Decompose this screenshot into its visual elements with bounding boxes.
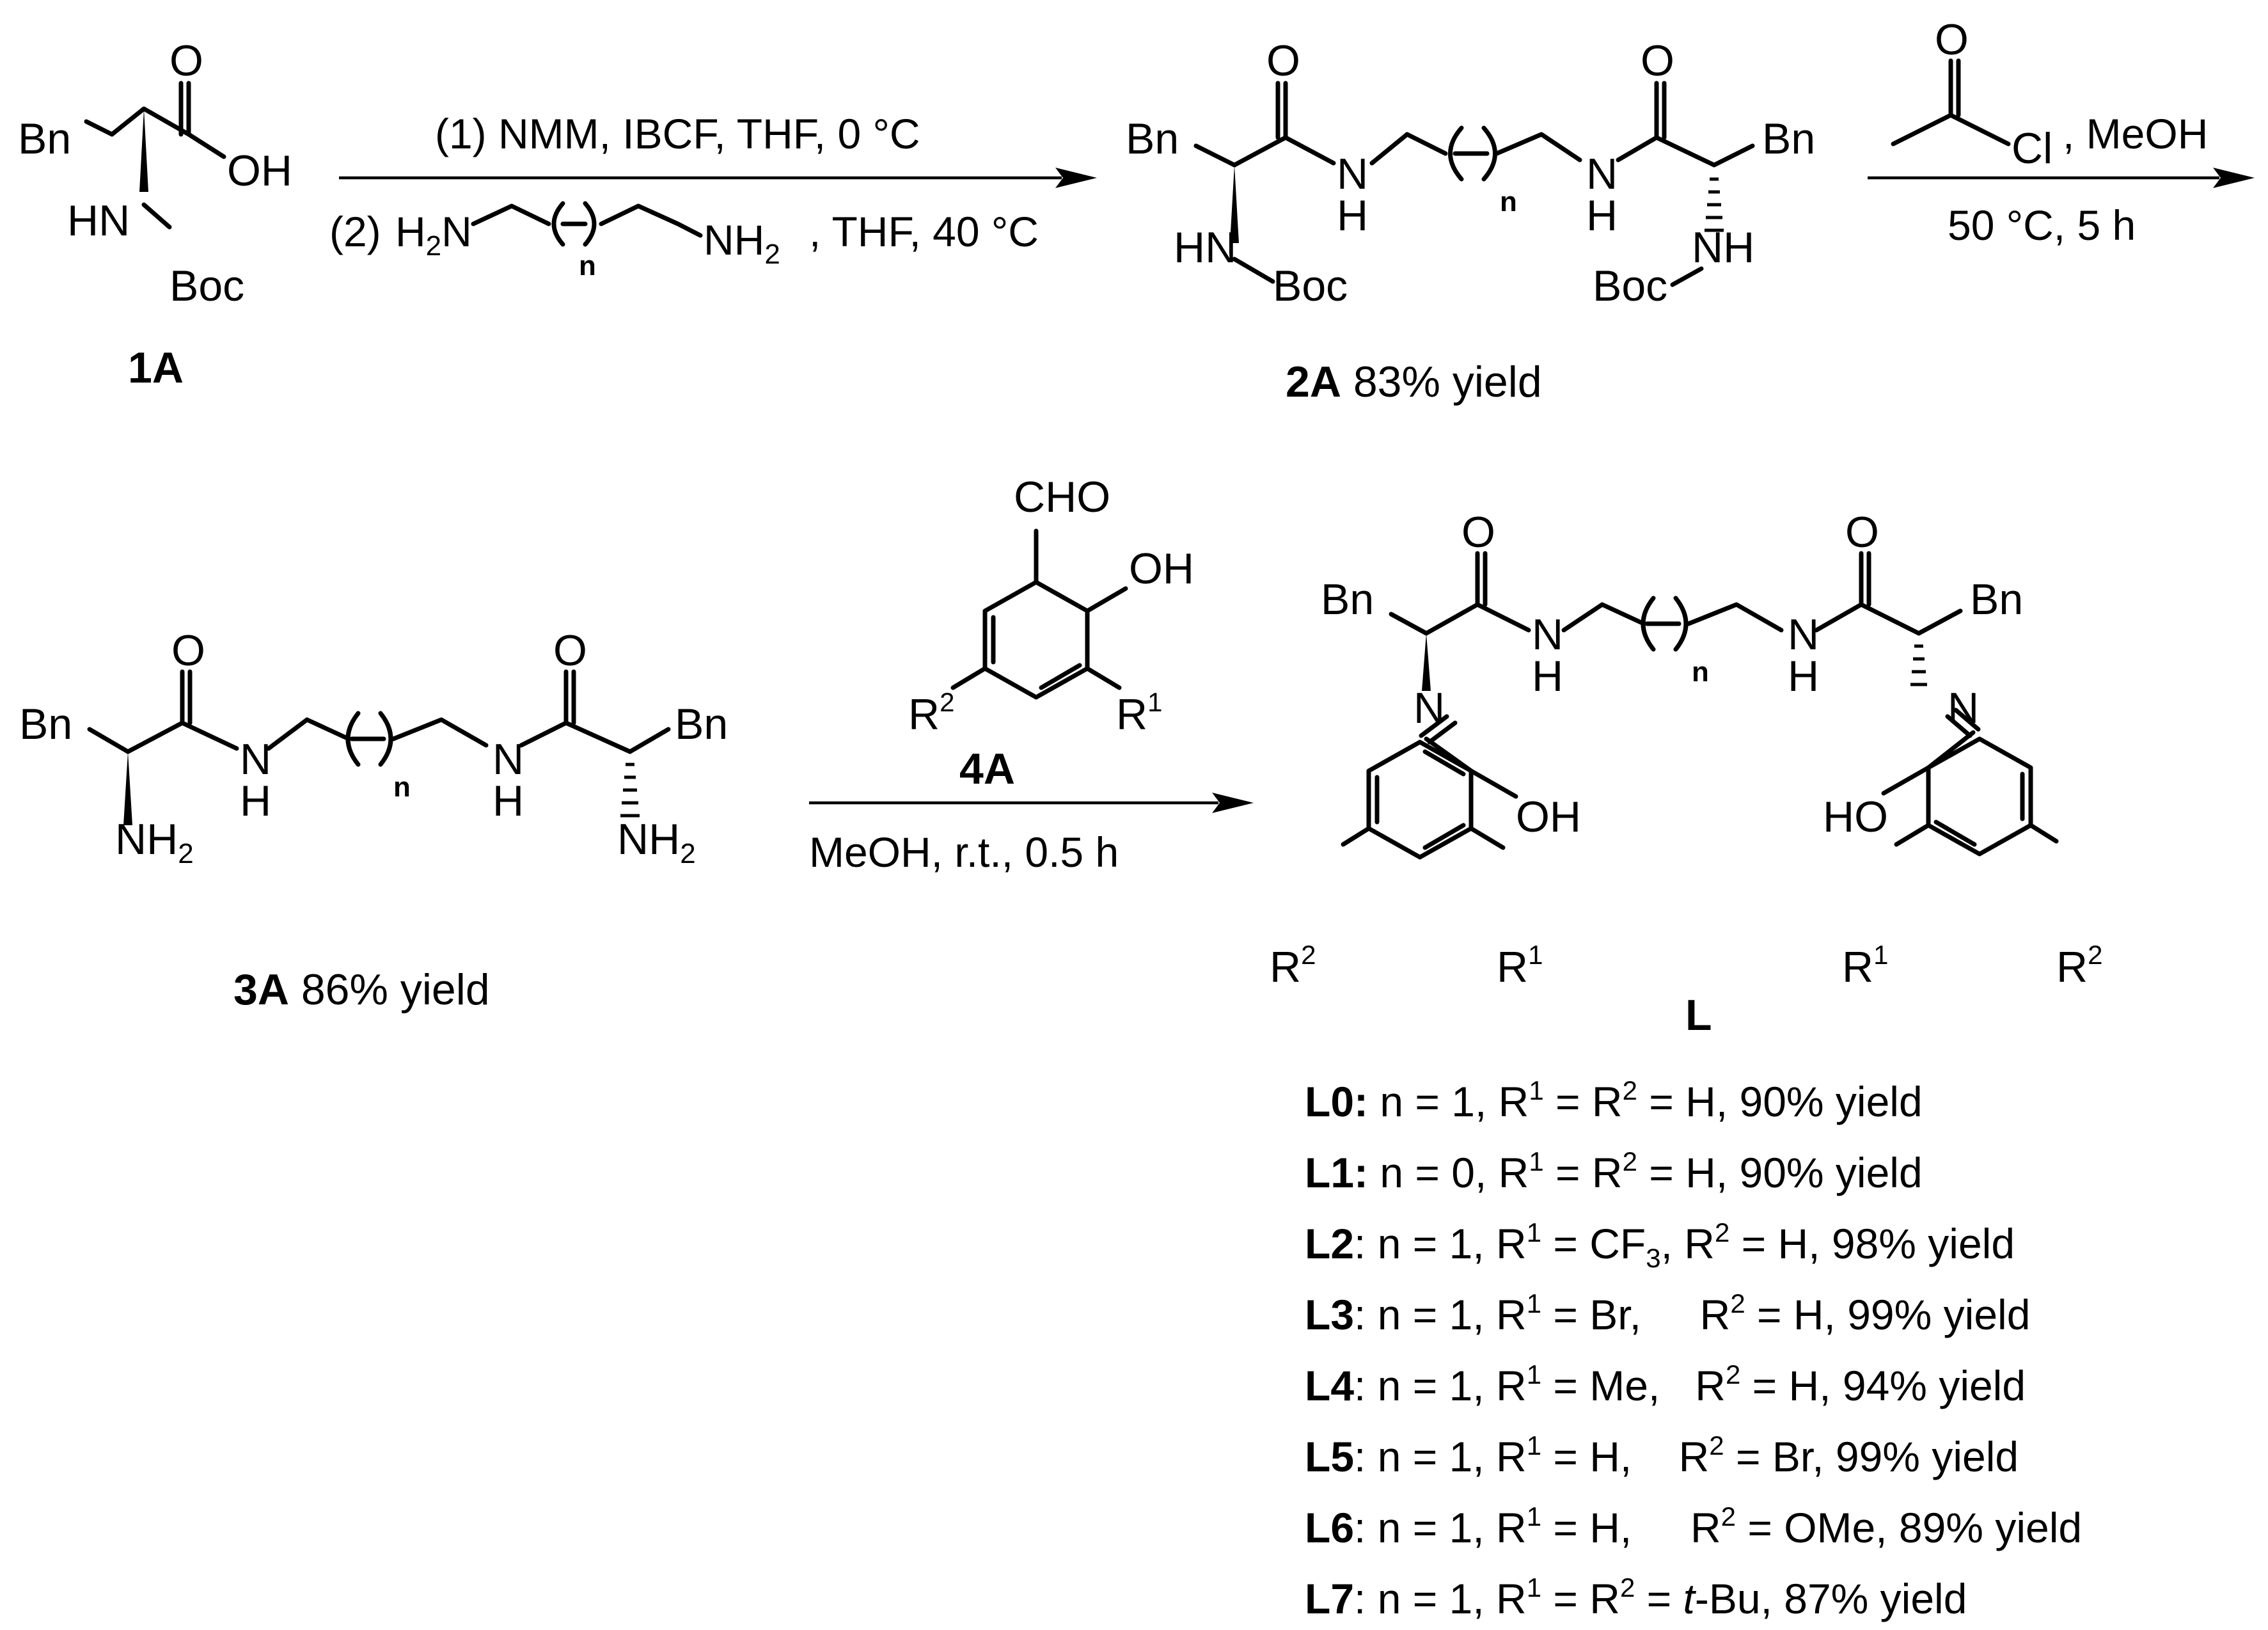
- ligand-entry: L4: n = 1, R1 = Me, R2 = H, 94% yield: [1305, 1359, 2026, 1409]
- r2-label: R2: [2056, 940, 2102, 992]
- step1-arrow: (1) NMM, IBCF, THF, 0 °C (2) H2N n NH2 ,…: [329, 110, 1097, 281]
- carbonyl-o-label: O: [1461, 508, 1495, 557]
- imine-n-label: N: [1948, 684, 1979, 732]
- bn-label: Bn: [19, 700, 72, 748]
- carbonyl-o-label: O: [1266, 36, 1300, 85]
- reagent-4A: CHO OH R2 R1 4A: [908, 473, 1194, 793]
- bn-label: Bn: [1762, 115, 1815, 163]
- step1-conditions-line2-suffix: , THF, 40 °C: [809, 208, 1039, 255]
- amine-nh2-label: NH2: [617, 815, 696, 869]
- step2-conditions-line1: , MeOH: [2063, 110, 2208, 157]
- hydroxyl-label: HO: [1823, 793, 1888, 841]
- amide-n-label: N: [1788, 610, 1819, 659]
- amide-h-label: H: [240, 777, 271, 825]
- compound-3A-caption: 3A 86% yield: [233, 965, 490, 1014]
- nh-label: NH: [1692, 223, 1754, 272]
- compound-1A-label: 1A: [128, 344, 184, 392]
- amide-n-label: N: [1586, 150, 1618, 198]
- amine-nh2-label: NH2: [115, 815, 194, 869]
- hydroxyl-label: OH: [1129, 544, 1194, 593]
- diamine-n-subscript: n: [579, 250, 596, 281]
- ligand-entry: L1: n = 0, R1 = R2 = H, 90% yield: [1305, 1146, 1923, 1196]
- imine-n-label: N: [1414, 684, 1445, 732]
- ligand-entry: L6: n = 1, R1 = H, R2 = OMe, 89% yield: [1305, 1501, 2082, 1551]
- amide-h-label: H: [1788, 652, 1819, 700]
- ligand-entry: L0: n = 1, R1 = R2 = H, 90% yield: [1305, 1075, 1923, 1125]
- hashed-bond: [1910, 644, 1927, 686]
- carbonyl-o-label: O: [171, 626, 205, 675]
- hn-label: HN: [67, 196, 130, 245]
- diamine-nh2-label: NH2: [704, 216, 780, 270]
- diamine-h2n-label: H2N: [395, 208, 472, 262]
- carbonyl-o-label: O: [1845, 508, 1879, 557]
- amide-n-label: N: [240, 735, 271, 784]
- amide-h-label: H: [1532, 652, 1563, 700]
- chain-n-subscript: n: [1500, 186, 1517, 218]
- boc-label: Boc: [1273, 262, 1348, 310]
- r1-label: R1: [1116, 687, 1162, 739]
- hashed-bond: [1705, 177, 1724, 232]
- hydroxyl-label: OH: [1516, 793, 1581, 841]
- bn-label: Bn: [675, 700, 728, 748]
- chain-n-subscript: n: [1692, 656, 1709, 688]
- bn-label: Bn: [18, 115, 71, 163]
- bn-label: Bn: [1126, 115, 1179, 163]
- compound-2A: Bn O N H n N H O Bn HN Boc NH Boc 2A 83%…: [1126, 36, 1815, 406]
- amide-n-label: N: [1337, 150, 1368, 198]
- amide-n-label: N: [492, 735, 524, 784]
- carbonyl-o-label: O: [553, 626, 587, 675]
- step3-arrow: MeOH, r.t., 0.5 h: [809, 793, 1254, 876]
- amide-h-label: H: [492, 777, 524, 825]
- compound-3A: Bn O N H n N H O Bn NH2 NH2 3A 86% yield: [19, 626, 728, 1014]
- carbonyl-o-label: O: [1641, 36, 1674, 85]
- chain-n-subscript: n: [393, 771, 411, 803]
- r2-label: R2: [908, 687, 954, 739]
- hashed-bond: [620, 763, 640, 818]
- reagent-4A-label: 4A: [959, 745, 1015, 793]
- ligand-entry: L5: n = 1, R1 = H, R2 = Br, 99% yield: [1305, 1430, 2019, 1480]
- hydroxyl-label: OH: [227, 146, 292, 195]
- boc-label: Boc: [1593, 262, 1667, 310]
- bn-label: Bn: [1970, 575, 2023, 624]
- r1-label: R1: [1497, 940, 1543, 992]
- chloride-label: Cl: [2012, 124, 2052, 173]
- acetyl-o-label: O: [1935, 15, 1969, 64]
- aldehyde-label: CHO: [1014, 473, 1110, 521]
- compound-2A-caption: 2A 83% yield: [1286, 358, 1542, 406]
- step1-conditions-line2-prefix: (2): [329, 208, 381, 255]
- r1-label: R1: [1842, 940, 1888, 992]
- step3-conditions-line2: MeOH, r.t., 0.5 h: [809, 828, 1119, 876]
- product-L: Bn O N H n N H O Bn N N OH HO R2 R1 R1 R…: [1270, 508, 2102, 1040]
- amide-n-label: N: [1532, 610, 1563, 659]
- ligand-entry: L7: n = 1, R1 = R2 = t-Bu, 87% yield: [1305, 1572, 1967, 1622]
- product-L-label: L: [1685, 991, 1712, 1040]
- step2-conditions-line2: 50 °C, 5 h: [1948, 202, 2136, 249]
- amide-h-label: H: [1586, 191, 1618, 240]
- ligand-entry: L2: n = 1, R1 = CF3, R2 = H, 98% yield: [1305, 1217, 2015, 1273]
- amide-h-label: H: [1337, 191, 1368, 240]
- step2-arrow: O Cl , MeOH 50 °C, 5 h: [1868, 15, 2255, 249]
- bn-label: Bn: [1321, 575, 1374, 624]
- step1-conditions-line1: (1) NMM, IBCF, THF, 0 °C: [435, 110, 920, 157]
- compound-1A: Bn O OH HN Boc 1A: [18, 36, 292, 392]
- r2-label: R2: [1270, 940, 1316, 992]
- carbonyl-o-label: O: [169, 36, 203, 85]
- ligand-entry: L3: n = 1, R1 = Br, R2 = H, 99% yield: [1305, 1288, 2030, 1338]
- hn-label: HN: [1174, 223, 1236, 272]
- boc-label: Boc: [169, 262, 244, 310]
